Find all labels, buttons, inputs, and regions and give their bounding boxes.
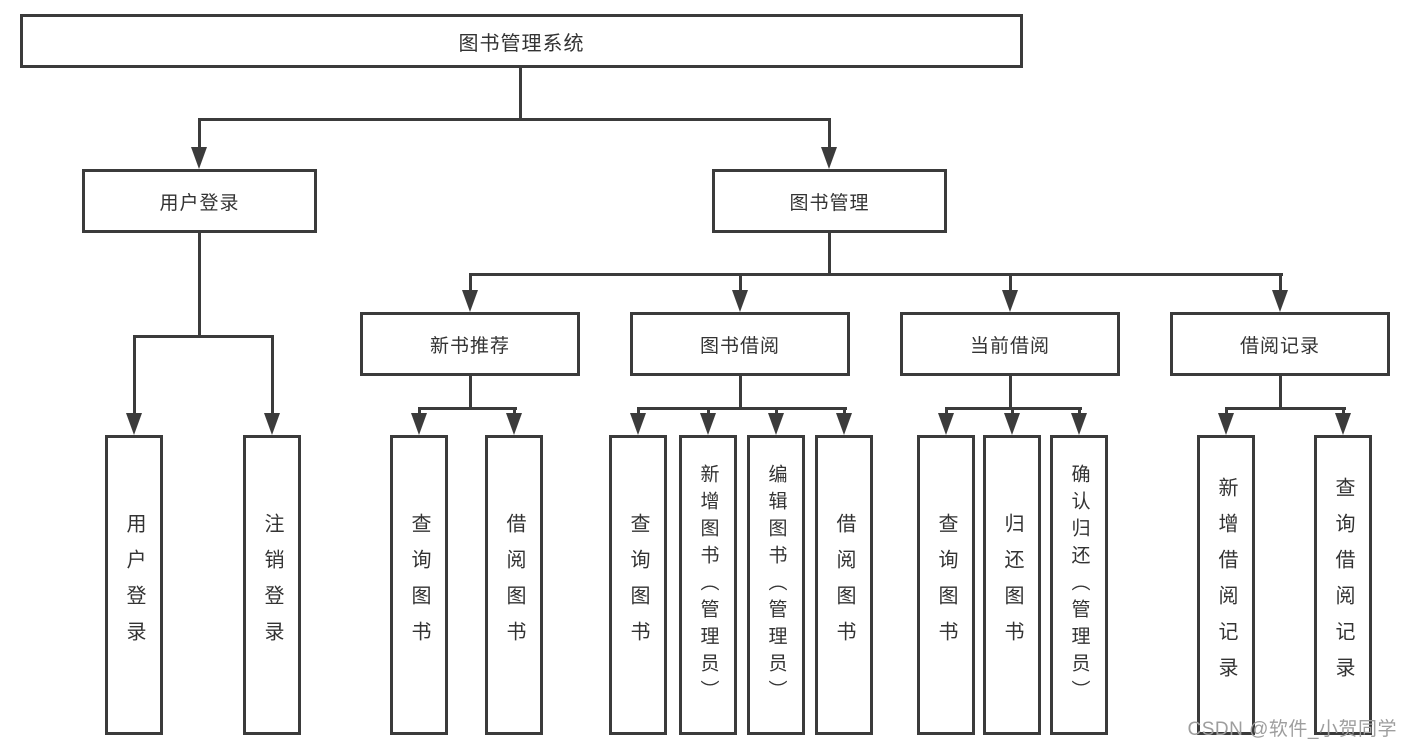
- connector-stem-leaf: [1342, 407, 1345, 415]
- leaf-user-login-label: 用户登录: [123, 513, 145, 657]
- leaf-return-books-label: 归还图书: [1001, 513, 1023, 657]
- leaf-edit-books-admin: 编辑图书（管理员）: [747, 435, 805, 735]
- leaf-logout-label: 注销登录: [261, 513, 283, 657]
- connector-stem-book-management: [828, 118, 831, 150]
- node-user-login-label: 用户登录: [159, 192, 240, 214]
- arrowhead-leaf: [411, 413, 427, 435]
- leaf-add-books-admin: 新增图书（管理员）: [679, 435, 737, 735]
- connector-stem-leaf: [513, 407, 516, 415]
- connector-stem-leaf: [637, 407, 640, 415]
- arrowhead-logout-leaf: [264, 413, 280, 435]
- leaf-add-borrow-record: 新增借阅记录: [1197, 435, 1255, 735]
- connector-level1-rail: [198, 118, 831, 121]
- connector-stem-leaf: [775, 407, 778, 415]
- arrowhead-leaf: [938, 413, 954, 435]
- arrowhead-leaf: [1071, 413, 1087, 435]
- leaf-return-books: 归还图书: [983, 435, 1041, 735]
- leaf-user-login: 用户登录: [105, 435, 163, 735]
- connector-stem-leaf: [1011, 407, 1014, 415]
- connector-borrow-records-drop: [1279, 376, 1282, 408]
- connector-book-management-drop: [828, 233, 831, 273]
- leaf-newbook-query-books: 查询图书: [390, 435, 448, 735]
- connector-book-borrow-rail: [637, 407, 847, 410]
- arrowhead-leaf: [506, 413, 522, 435]
- node-book-borrow: 图书借阅: [630, 312, 850, 376]
- arrowhead-book-management: [821, 147, 837, 169]
- connector-stem-login-leaf: [133, 335, 136, 415]
- connector-stem-leaf: [1078, 407, 1081, 415]
- leaf-confirm-return-admin: 确认归还（管理员）: [1050, 435, 1108, 735]
- connector-stem-user-login: [198, 118, 201, 150]
- connector-book-borrow-drop: [739, 376, 742, 408]
- arrowhead-new-book: [462, 290, 478, 312]
- leaf-newbook-borrow-books-label: 借阅图书: [503, 513, 525, 657]
- arrowhead-leaf: [1004, 413, 1020, 435]
- node-book-management-label: 图书管理: [789, 192, 870, 214]
- connector-stem-current-borrow: [1009, 273, 1012, 293]
- connector-new-book-rail: [418, 407, 517, 410]
- arrowhead-leaf: [630, 413, 646, 435]
- leaf-edit-books-admin-label: 编辑图书（管理员）: [765, 463, 787, 707]
- leaf-borrow-query-books: 查询图书: [609, 435, 667, 735]
- connector-new-book-drop: [469, 376, 472, 408]
- leaf-add-books-admin-label: 新增图书（管理员）: [697, 463, 719, 707]
- connector-stem-leaf: [707, 407, 710, 415]
- arrowhead-leaf: [1335, 413, 1351, 435]
- arrowhead-login-leaf: [126, 413, 142, 435]
- arrowhead-borrow-records: [1272, 290, 1288, 312]
- arrowhead-leaf: [768, 413, 784, 435]
- node-book-management: 图书管理: [712, 169, 947, 233]
- connector-stem-borrow-records: [1279, 273, 1282, 293]
- node-library-system: 图书管理系统: [20, 14, 1023, 68]
- arrowhead-book-borrow: [732, 290, 748, 312]
- connector-user-login-drop: [198, 233, 201, 335]
- connector-current-borrow-drop: [1009, 376, 1012, 408]
- connector-user-login-rail: [133, 335, 274, 338]
- leaf-current-query-books: 查询图书: [917, 435, 975, 735]
- arrowhead-leaf: [836, 413, 852, 435]
- node-borrow-records-label: 借阅记录: [1239, 335, 1320, 357]
- arrowhead-leaf: [700, 413, 716, 435]
- leaf-confirm-return-admin-label: 确认归还（管理员）: [1068, 463, 1090, 707]
- node-new-book-recommend-label: 新书推荐: [429, 335, 510, 357]
- connector-stem-leaf: [843, 407, 846, 415]
- arrowhead-leaf: [1218, 413, 1234, 435]
- leaf-add-borrow-record-label: 新增借阅记录: [1215, 477, 1237, 693]
- node-borrow-records: 借阅记录: [1170, 312, 1390, 376]
- leaf-newbook-query-books-label: 查询图书: [408, 513, 430, 657]
- node-user-login: 用户登录: [82, 169, 317, 233]
- leaf-borrow-query-books-label: 查询图书: [627, 513, 649, 657]
- node-new-book-recommend: 新书推荐: [360, 312, 580, 376]
- node-current-borrow: 当前借阅: [900, 312, 1120, 376]
- connector-root-drop: [519, 68, 522, 118]
- connector-stem-book-borrow: [739, 273, 742, 293]
- connector-borrow-records-rail: [1225, 407, 1346, 410]
- node-library-system-label: 图书管理系统: [458, 32, 585, 55]
- node-current-borrow-label: 当前借阅: [969, 335, 1050, 357]
- leaf-current-query-books-label: 查询图书: [935, 513, 957, 657]
- connector-stem-new-book: [469, 273, 472, 293]
- leaf-borrow-books: 借阅图书: [815, 435, 873, 735]
- leaf-borrow-books-label: 借阅图书: [833, 513, 855, 657]
- connector-stem-leaf: [418, 407, 421, 415]
- connector-stem-leaf: [945, 407, 948, 415]
- leaf-query-borrow-record-label: 查询借阅记录: [1332, 477, 1354, 693]
- arrowhead-user-login: [191, 147, 207, 169]
- arrowhead-current-borrow: [1002, 290, 1018, 312]
- connector-stem-leaf: [1225, 407, 1228, 415]
- csdn-watermark: CSDN @软件_小贺同学: [1187, 719, 1397, 740]
- connector-level2-rail: [469, 273, 1283, 276]
- leaf-logout: 注销登录: [243, 435, 301, 735]
- leaf-query-borrow-record: 查询借阅记录: [1314, 435, 1372, 735]
- node-book-borrow-label: 图书借阅: [699, 335, 780, 357]
- connector-stem-logout-leaf: [271, 335, 274, 415]
- leaf-newbook-borrow-books: 借阅图书: [485, 435, 543, 735]
